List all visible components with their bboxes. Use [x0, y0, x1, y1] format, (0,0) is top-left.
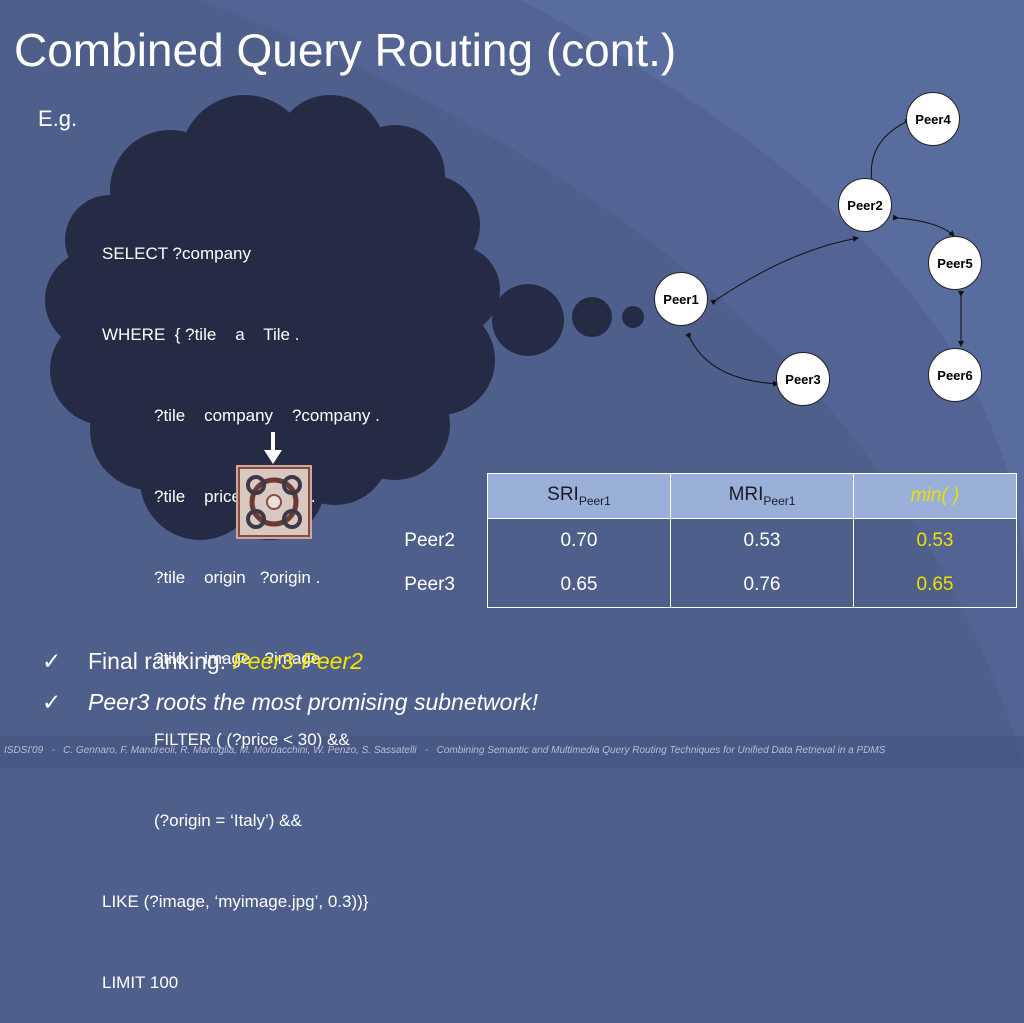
check-icon: ✓ — [42, 689, 62, 715]
header-mri-label: MRI — [728, 484, 764, 506]
header-sri-label: SRI — [547, 484, 579, 506]
header-sri: SRIPeer1 — [487, 473, 671, 519]
table-corner — [383, 474, 488, 519]
query-line: ?tile origin ?origin . — [154, 568, 321, 587]
cell-mri: 0.53 — [670, 518, 854, 563]
cell-sri: 0.65 — [487, 563, 671, 608]
table-header-row: SRIPeer1 MRIPeer1 min( ) — [383, 473, 1017, 519]
peer2-node: Peer2 — [838, 178, 892, 232]
query-line: (?origin = ‘Italy’) && — [154, 811, 302, 830]
slide-title: Combined Query Routing (cont.) — [14, 24, 677, 76]
slide-footer: ISDSI'09 - C. Gennaro, F. Mandreoli, R. … — [4, 745, 886, 756]
bullet-conclusion: ✓ Peer3 roots the most promising subnetwo… — [42, 689, 538, 716]
peer1-node: Peer1 — [654, 272, 708, 326]
query-line: WHERE { ?tile a Tile . — [102, 325, 300, 344]
bullet-text: Peer3 roots the most promising subnetwor… — [88, 689, 538, 715]
mosaic-tile-image — [236, 465, 312, 539]
cell-sri: 0.70 — [487, 518, 671, 563]
check-icon: ✓ — [42, 648, 62, 674]
cell-min: 0.53 — [853, 518, 1017, 563]
query-line: ?tile company ?company . — [154, 406, 380, 425]
header-mri-sub: Peer1 — [763, 493, 796, 508]
bullet-text: Final ranking: — [88, 648, 233, 674]
bullet-final-ranking: ✓ Final ranking: Peer3-Peer2 — [42, 648, 363, 675]
header-min: min( ) — [853, 473, 1017, 519]
header-sri-sub: Peer1 — [578, 493, 611, 508]
down-arrow-icon — [264, 432, 282, 464]
query-line: SELECT ?company — [102, 244, 251, 263]
routing-index-table: SRIPeer1 MRIPeer1 min( ) Peer2 0.70 0.53… — [383, 473, 1017, 608]
peer4-node: Peer4 — [906, 92, 960, 146]
thought-cloud — [45, 95, 644, 540]
cell-mri: 0.76 — [670, 563, 854, 608]
peer-network-edges — [685, 119, 964, 387]
table-row: Peer3 0.65 0.76 0.65 — [383, 563, 1017, 608]
example-label: E.g. — [38, 106, 78, 131]
peer6-node: Peer6 — [928, 348, 982, 402]
table-row: Peer2 0.70 0.53 0.53 — [383, 518, 1017, 563]
peer3-node: Peer3 — [776, 352, 830, 406]
query-line: ?tile image ?image . — [154, 649, 330, 668]
query-line: LIKE (?image, ‘myimage.jpg’, 0.3))} — [102, 892, 369, 911]
query-line: LIMIT 100 — [102, 973, 179, 992]
bullet-emphasis: Peer3-Peer2 — [232, 648, 363, 674]
header-mri: MRIPeer1 — [670, 473, 854, 519]
peer5-node: Peer5 — [928, 236, 982, 290]
cell-min: 0.65 — [853, 563, 1017, 608]
row-label: Peer2 — [404, 529, 455, 551]
row-label: Peer3 — [404, 574, 455, 596]
query-line: FILTER ( (?price < 30) && — [154, 730, 350, 749]
